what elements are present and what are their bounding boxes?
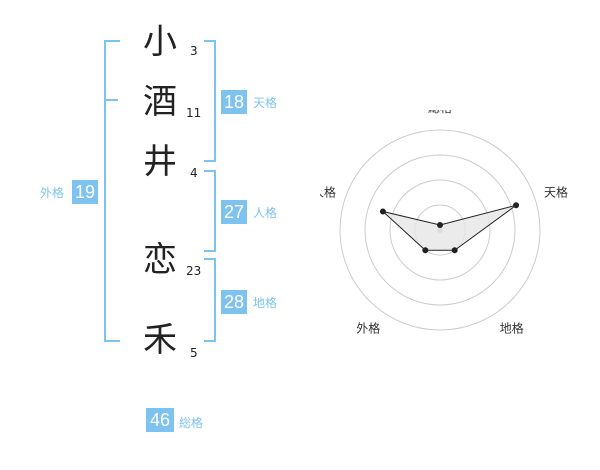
outer-bracket-tick <box>104 99 118 101</box>
radar-polygon <box>381 204 517 251</box>
radar-ring-2 <box>389 179 491 281</box>
radar-rings <box>339 129 541 331</box>
radar-axis-label-4: 人格 <box>320 184 336 199</box>
stroke-count-5: 5 <box>190 346 198 360</box>
name-char-4: 恋 <box>143 240 177 280</box>
radar-axis-label-0: 総格 <box>428 110 452 115</box>
name-char-2: 酒 <box>143 82 177 122</box>
radar-shape <box>379 202 520 254</box>
radar-axis-label-2: 地格 <box>500 321 524 336</box>
stroke-count-2: 11 <box>186 106 202 120</box>
tenkaku-score: 18 <box>221 90 247 114</box>
name-char-3: 井 <box>143 142 177 182</box>
stroke-count-4: 23 <box>186 264 202 278</box>
gaikaku-score: 19 <box>72 180 98 204</box>
gaikaku-label: 外格 <box>40 186 65 200</box>
tenkaku-bracket <box>204 40 216 162</box>
chikaku-bracket <box>204 258 216 342</box>
stroke-count-1: 3 <box>190 44 198 58</box>
radar-point-1 <box>513 202 520 209</box>
chikaku-label: 地格 <box>253 296 278 310</box>
jinkaku-score: 27 <box>221 200 247 224</box>
name-char-5: 禾 <box>143 320 177 360</box>
jinkaku-label: 人格 <box>253 206 278 220</box>
name-char-1: 小 <box>143 22 177 62</box>
radar-axis-label-1: 天格 <box>544 184 568 199</box>
radar-ring-4 <box>339 129 541 331</box>
soukaku-label: 総格 <box>179 416 204 430</box>
jinkaku-bracket <box>204 170 216 252</box>
chikaku-score: 28 <box>221 290 247 314</box>
radar-point-3 <box>422 247 429 254</box>
radar-axis-label-3: 外格 <box>356 321 380 336</box>
radar-point-2 <box>451 247 458 254</box>
tenkaku-label: 天格 <box>253 96 278 110</box>
soukaku-score: 46 <box>146 408 174 432</box>
radar-point-4 <box>379 208 386 215</box>
stroke-count-3: 4 <box>190 166 198 180</box>
outer-bracket <box>104 40 120 342</box>
radar-point-0 <box>437 222 443 228</box>
radar-ring-3 <box>364 154 516 306</box>
